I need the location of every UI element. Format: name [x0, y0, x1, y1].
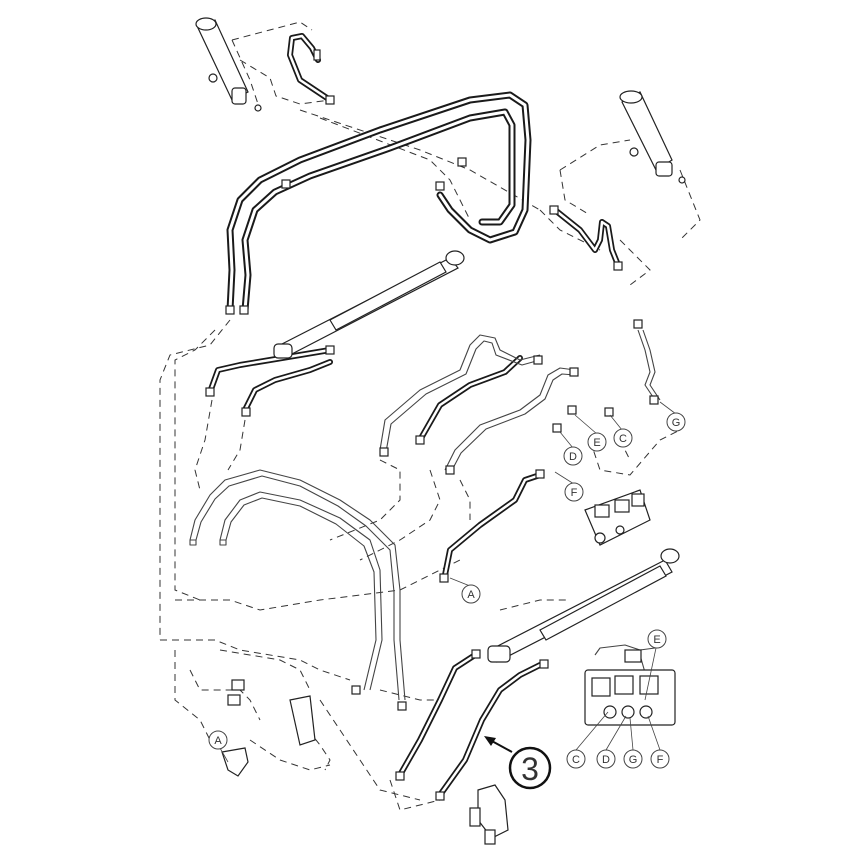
callout-label: G [672, 417, 681, 429]
callout-label: C [619, 433, 627, 445]
cylinder-top-left [195, 17, 262, 112]
fittings [205, 49, 659, 801]
bracket-lower-left [221, 679, 316, 777]
callout-e-valve: E [644, 629, 667, 701]
item-number-label: 3 [521, 751, 539, 787]
callout-g-lower: G [623, 717, 643, 769]
control-handle-bottom [469, 784, 509, 845]
callout-label: C [572, 754, 580, 766]
lift-cylinder-mid [273, 250, 465, 359]
callout-d-lower: D [596, 715, 627, 769]
control-valve-upper [584, 489, 651, 546]
callout-f-upper: F [554, 471, 584, 502]
arrow-head-icon [484, 736, 496, 746]
lift-cylinder-lower [487, 548, 680, 663]
callout-g-upper: G [659, 401, 686, 432]
callout-a-lower: A [208, 730, 229, 763]
callout-c-lower: C [566, 711, 609, 769]
callout-d-upper: D [559, 431, 583, 466]
hydraulic-hoses [207, 33, 621, 798]
item-number-callout: 3 [484, 736, 552, 790]
callout-a-upper: A [449, 577, 481, 604]
control-valve-lower [584, 649, 676, 726]
callout-e-upper: E [574, 414, 607, 452]
cylinder-top-right [619, 90, 686, 184]
callout-label: E [653, 634, 660, 646]
callout-label: D [602, 754, 610, 766]
callout-label: A [467, 589, 475, 601]
callout-label: G [629, 754, 638, 766]
callout-label: E [593, 437, 600, 449]
callout-label: D [569, 451, 577, 463]
callout-c-upper: C [609, 414, 633, 448]
callout-label: F [571, 487, 578, 499]
callout-f-lower: F [647, 715, 670, 769]
callout-label: F [657, 754, 664, 766]
callout-label: A [214, 735, 222, 747]
